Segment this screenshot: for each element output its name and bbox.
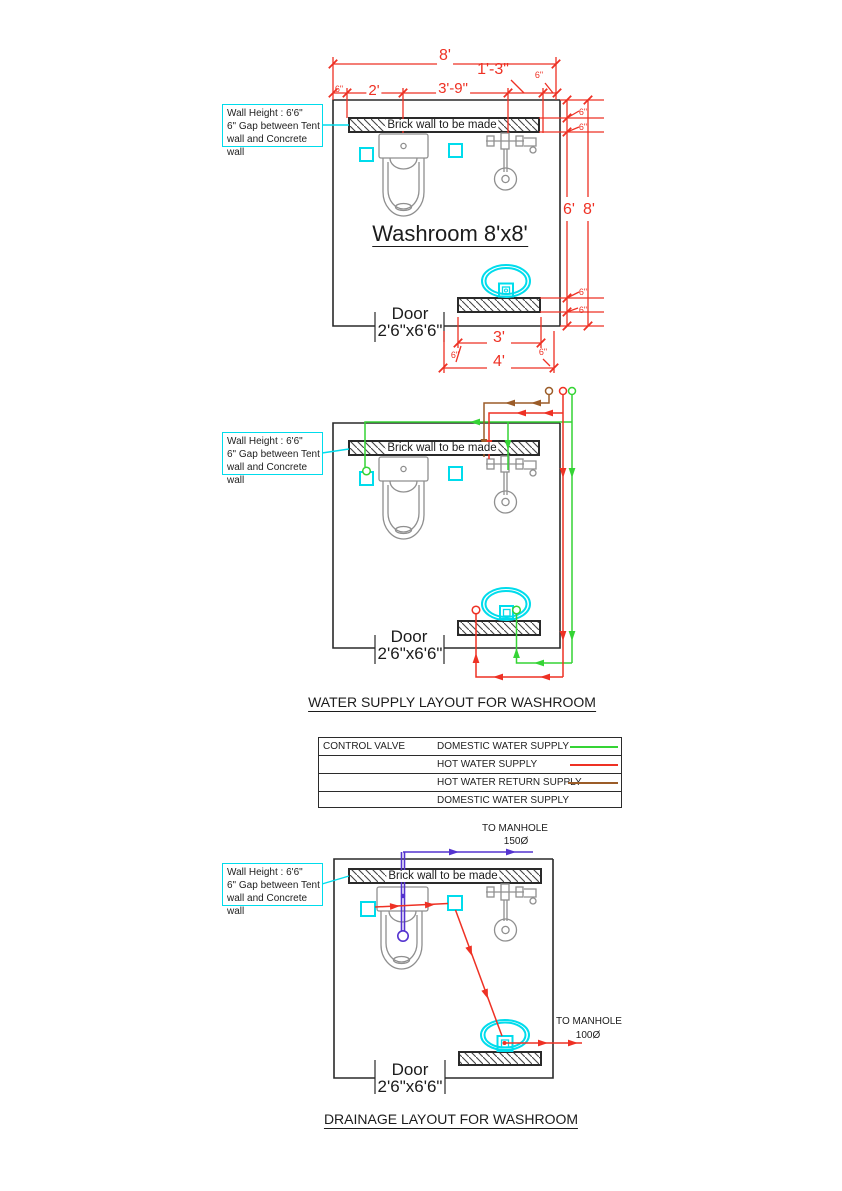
legend-label-domestic: DOMESTIC WATER SUPPLY bbox=[437, 741, 570, 752]
dim-shower-span: 3'-9" bbox=[436, 80, 470, 97]
door-size-label: 2'6"x6'6" bbox=[377, 321, 443, 340]
dim-toilet-offset: 2' bbox=[366, 82, 382, 99]
water-supply-toilet bbox=[378, 456, 429, 540]
wall-height-note: Wall Height : 6'6" 6" Gap between Tent w… bbox=[222, 104, 323, 158]
dim-left-6in: 6" bbox=[334, 84, 344, 94]
brick-wall-label: Brick wall to be made bbox=[385, 119, 499, 132]
door-size-label-drain: 2'6"x6'6" bbox=[377, 1077, 443, 1096]
dim-bottom-gap-6in: 6" bbox=[578, 305, 588, 315]
water-supply-cyan-fittings bbox=[321, 448, 531, 621]
drainage-shower-fixture bbox=[486, 883, 537, 942]
manhole-top-label: TO MANHOLE bbox=[482, 823, 548, 834]
floor-plan-toilet bbox=[378, 133, 429, 217]
dim-top-right-6in: 6" bbox=[534, 70, 544, 80]
dim-bottom-right-6in: 6" bbox=[538, 347, 548, 357]
dim-brickwall-6in: 6" bbox=[578, 122, 588, 132]
door-label-water: Door bbox=[390, 627, 428, 646]
legend-label-domestic-2: DOMESTIC WATER SUPPLY bbox=[437, 795, 570, 806]
legend-table: CONTROL VALVE DOMESTIC WATER SUPPLY HOT … bbox=[318, 737, 622, 808]
dim-overall-width: 8' bbox=[437, 47, 453, 65]
dim-bottom-left-6in: 6" bbox=[450, 350, 460, 360]
waste-drain-pipe bbox=[374, 901, 582, 1047]
drainage-walls bbox=[333, 858, 554, 1094]
dim-gap-6in: 6" bbox=[578, 107, 588, 117]
legend-row: HOT WATER SUPPLY bbox=[319, 755, 621, 773]
dim-inner-height: 6' bbox=[561, 201, 577, 219]
legend-label-hot-water: HOT WATER SUPPLY bbox=[437, 759, 538, 770]
legend-label-hot-water-return: HOT WATER RETURN SUPPLY bbox=[437, 777, 582, 788]
water-supply-title: WATER SUPPLY LAYOUT FOR WASHROOM bbox=[308, 694, 596, 712]
legend-row: CONTROL VALVE DOMESTIC WATER SUPPLY bbox=[319, 738, 621, 755]
water-supply-walls bbox=[332, 422, 561, 664]
manhole-side-label: TO MANHOLE bbox=[556, 1016, 622, 1027]
manhole-top-size: 150Ø bbox=[503, 836, 529, 847]
door-label-drain: Door bbox=[391, 1060, 429, 1079]
wall-note-line3: wall and Concrete wall bbox=[227, 893, 308, 917]
wall-note-line1: Wall Height : 6'6" bbox=[227, 436, 303, 447]
dim-corner-span: 1'-3" bbox=[477, 61, 509, 78]
soil-drain-pipe bbox=[396, 848, 533, 942]
dim-sink-wall-length: 4' bbox=[491, 353, 507, 371]
legend-swatch-hot-water-return bbox=[568, 782, 618, 784]
brick-wall-label-water: Brick wall to be made bbox=[385, 442, 499, 455]
legend-control-valve: CONTROL VALVE bbox=[323, 741, 406, 752]
wall-note-line1: Wall Height : 6'6" bbox=[227, 867, 303, 878]
waste-drain-arrows bbox=[389, 901, 578, 1047]
drainage-toilet bbox=[376, 886, 429, 970]
hot-water-supply-pipe bbox=[471, 386, 568, 681]
wall-note-line2: 6" Gap between Tent bbox=[227, 880, 320, 891]
dim-sink-length: 3' bbox=[491, 329, 507, 347]
dim-overall-height: 8' bbox=[581, 201, 597, 219]
legend-row: HOT WATER RETURN SUPPLY bbox=[319, 773, 621, 791]
door-size-label-water: 2'6"x6'6" bbox=[377, 644, 443, 663]
drainage-title: DRAINAGE LAYOUT FOR WASHROOM bbox=[323, 1111, 579, 1129]
wall-note-line3: wall and Concrete wall bbox=[227, 134, 308, 158]
legend-swatch-hot-water bbox=[570, 764, 618, 766]
wall-height-note-water: Wall Height : 6'6" 6" Gap between Tent w… bbox=[222, 432, 323, 486]
wall-note-line2: 6" Gap between Tent bbox=[227, 121, 320, 132]
floor-plan-shower-fixture bbox=[486, 132, 537, 191]
drainage-cyan-fittings bbox=[321, 875, 530, 1052]
legend-row: DOMESTIC WATER SUPPLY bbox=[319, 791, 621, 809]
door-label: Door bbox=[391, 304, 429, 323]
wall-note-line2: 6" Gap between Tent bbox=[227, 449, 320, 460]
floor-plan-title: Washroom 8'x8' bbox=[372, 221, 528, 248]
brick-wall-label-drain: Brick wall to be made bbox=[386, 870, 500, 883]
legend-swatch-domestic bbox=[570, 746, 618, 748]
manhole-side-size: 100Ø bbox=[575, 1030, 601, 1041]
hot-water-return-pipe bbox=[480, 386, 554, 457]
dim-sinkwall-6in: 6" bbox=[578, 287, 588, 297]
wall-note-line3: wall and Concrete wall bbox=[227, 462, 308, 486]
wall-height-note-drain: Wall Height : 6'6" 6" Gap between Tent w… bbox=[222, 863, 323, 917]
domestic-water-supply-pipe bbox=[361, 386, 577, 667]
wall-note-line1: Wall Height : 6'6" bbox=[227, 108, 303, 119]
water-supply-shower-fixture bbox=[486, 455, 537, 514]
floor-plan-cyan-fittings bbox=[322, 124, 531, 298]
